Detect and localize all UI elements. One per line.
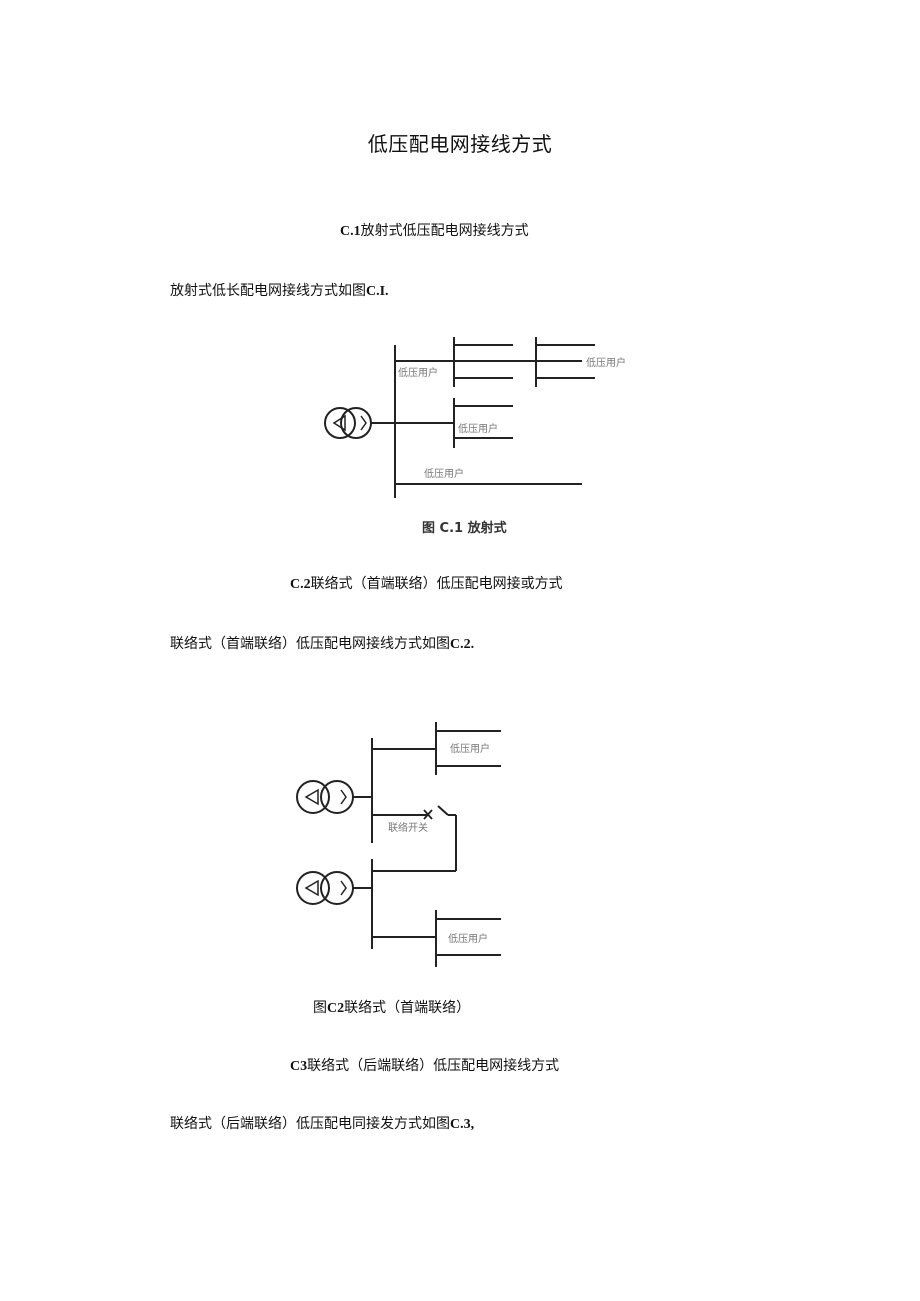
load-label: 低压用户 [424,467,464,480]
load-label: 低压用户 [398,366,438,379]
paragraph-text: 联络式（首端联络）低压配电网接线方式如图 [170,636,450,652]
section-heading-c2: C.2联络式（首端联络）低压配电网接或方式 [290,573,563,593]
section-heading-c3: C3联络式（后端联络）低压配电网接线方式 [290,1055,559,1075]
caption-number: C2 [327,1001,345,1016]
caption-prefix: 图 [313,1000,327,1016]
caption-text: 联络式（首端联络） [344,1000,471,1016]
section-paragraph-c1: 放射式低长配电网接线方式如图C.I. [170,280,389,300]
section-paragraph-c3: 联络式（后端联络）低压配电同接发方式如图C.3, [170,1113,474,1133]
load-label: 低压用户 [448,932,488,945]
load-label: 低压用户 [450,742,490,755]
paragraph-text: 联络式（后端联络）低压配电同接发方式如图 [170,1116,450,1132]
tie-switch-label: 联络开关 [388,821,428,834]
section-title: 联络式（后端联络）低压配电网接线方式 [307,1058,560,1074]
section-title: 联络式（首端联络）低压配电网接或方式 [310,576,563,592]
figure-caption: 图 C.1 放射式 [422,520,507,536]
section-paragraph-c2: 联络式（首端联络）低压配电网接线方式如图C.2. [170,633,474,653]
figure-c1-radial-diagram: 低压用户 低压用户 低压用户 低压用户 图 C.1 放射式 [324,337,626,536]
load-label: 低压用户 [458,422,498,435]
load-label: 低压用户 [586,356,626,369]
figure-reference: C.I. [366,284,389,299]
figure-c2-tie-diagram: 低压用户 联络开关 低压用户 [296,722,501,967]
paragraph-text: 放射式低长配电网接线方式如图 [170,283,366,299]
page-title: 低压配电网接线方式 [367,132,553,156]
section-number: C.2 [290,577,311,592]
section-number: C.1 [340,224,361,239]
section-number: C3 [290,1059,308,1074]
figure-reference: C.2. [450,637,475,652]
section-heading-c1: C.1放射式低压配电网接线方式 [340,220,529,240]
figure-reference: C.3, [450,1117,475,1132]
section-title: 放射式低压配电网接线方式 [360,223,529,239]
figure-c2-caption: 图C2联络式（首端联络） [313,997,470,1017]
